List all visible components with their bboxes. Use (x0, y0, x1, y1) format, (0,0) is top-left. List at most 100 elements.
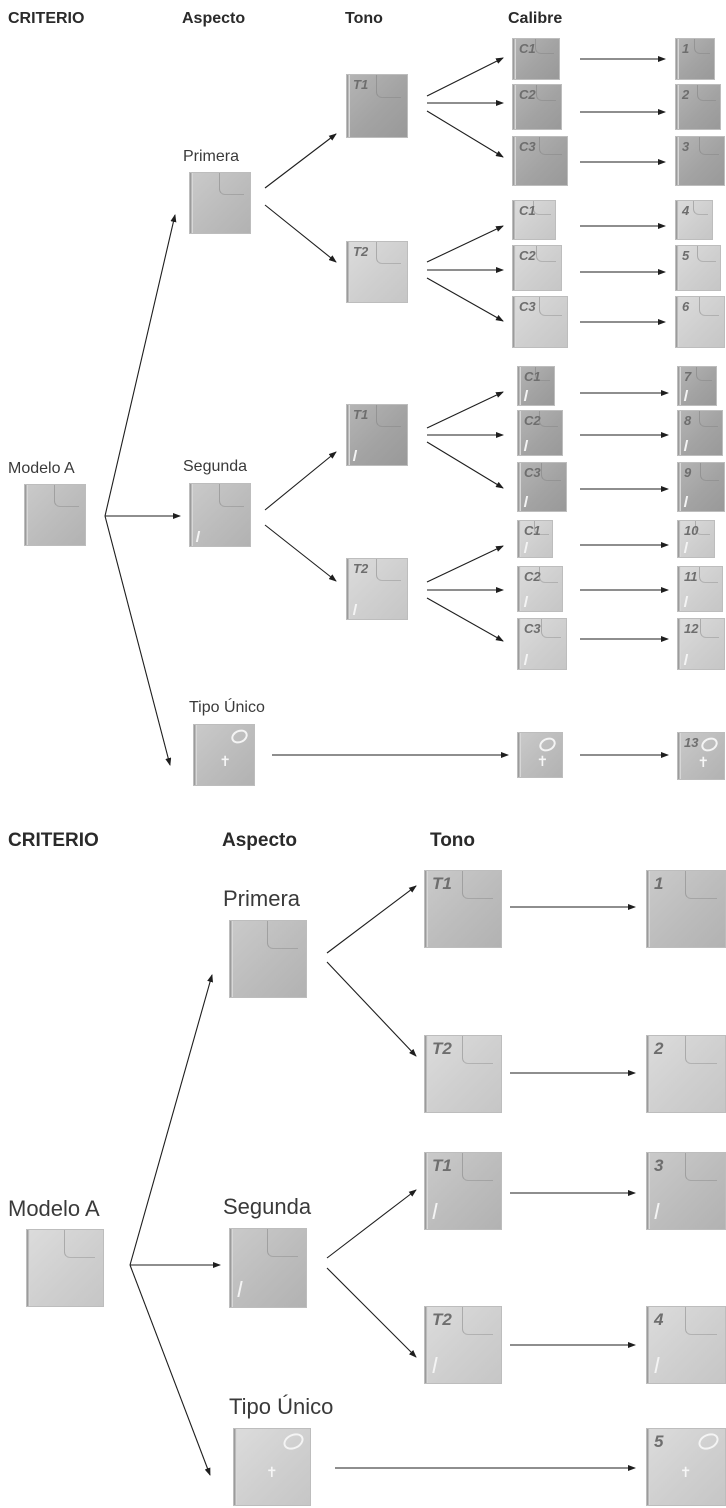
connector-arrow (326, 1189, 417, 1259)
result-number: 11 (684, 569, 698, 584)
connector-arrow (264, 524, 337, 582)
tone-code: T2 (432, 1310, 452, 1329)
aspect-label-segunda: Segunda (183, 458, 248, 475)
connector-arrow (129, 1264, 211, 1476)
result-tile: 7 (677, 366, 717, 406)
result-number: 4 (654, 1310, 664, 1329)
connector-arrow (326, 961, 417, 1057)
tone-tile: T1 (346, 404, 408, 466)
calibre-tile: C3 (517, 462, 567, 512)
result-tile: 4 (675, 200, 713, 240)
connector-arrow (264, 133, 337, 189)
calibre-tile: C2 (512, 84, 562, 130)
calibre-code: C2 (519, 87, 536, 102)
connector-arrow (104, 214, 177, 517)
result-tile: 3 (675, 136, 725, 186)
calibre-tile: C1 (512, 200, 556, 240)
result-tile: 2 (675, 84, 721, 130)
result-tile: 8 (677, 410, 723, 456)
calibre-tile: C1 (517, 520, 553, 558)
calibre-code: C3 (519, 299, 536, 314)
result-number: 1 (682, 41, 690, 56)
header-calibre: Calibre (508, 10, 563, 27)
header-tono: Tono (430, 830, 476, 851)
result-tile: 6 (675, 296, 725, 348)
result-tile: 1 (646, 870, 726, 948)
result-number: 7 (684, 369, 692, 384)
tone-code: T1 (353, 77, 369, 92)
aspect-tile-segunda (229, 1228, 307, 1308)
header-aspecto: Aspecto (182, 10, 246, 27)
connector-arrow (264, 451, 337, 511)
aspect-label-primera: Primera (223, 886, 301, 911)
result-tile: 4 (646, 1306, 726, 1384)
model-tile (24, 484, 86, 546)
calibre-tile: C2 (517, 566, 563, 612)
result-tile: 10 (677, 520, 715, 558)
result-number: 5 (682, 248, 690, 263)
calibre-tile: C3 (512, 136, 568, 186)
calibre-tile: C1 (512, 38, 560, 80)
calibre-tile: C3 (512, 296, 568, 348)
aspect-label-tipo-unico: Tipo Único (189, 699, 265, 716)
aspect-tile-primera (229, 920, 307, 998)
connector-arrow (426, 441, 504, 489)
result-number: 3 (654, 1156, 664, 1175)
tone-code: T2 (432, 1039, 452, 1058)
model-tile (26, 1229, 104, 1307)
intermediate-tile: ✝ (517, 732, 563, 778)
calibre-tile: C2 (517, 410, 563, 456)
result-number: 6 (682, 299, 690, 314)
result-number: 4 (682, 203, 690, 218)
result-tile: 11 (677, 566, 723, 612)
connector-arrow (326, 885, 417, 954)
aspect-tile-tipo-unico: ✝ (193, 724, 255, 786)
result-tile: 2 (646, 1035, 726, 1113)
calibre-code: C2 (524, 569, 541, 584)
result-number: 12 (684, 621, 699, 636)
tone-code: T2 (353, 244, 369, 259)
tone-tile: T1 (346, 74, 408, 138)
result-number: 8 (684, 413, 692, 428)
connector-arrow (104, 515, 172, 766)
result-tile: 5 (675, 245, 721, 291)
calibre-tile: C1 (517, 366, 555, 406)
model-label: Modelo A (8, 1196, 100, 1221)
calibre-tile: C3 (517, 618, 567, 670)
result-number: 5 (654, 1432, 664, 1451)
connector-arrow (129, 974, 213, 1266)
model-label: Modelo A (8, 460, 75, 477)
result-number: 10 (684, 523, 699, 538)
result-number: 13 (684, 735, 699, 750)
tone-code: T1 (432, 874, 452, 893)
calibre-code: C2 (519, 248, 536, 263)
tone-code: T1 (353, 407, 369, 422)
calibre-code: C1 (519, 203, 536, 218)
result-number: 9 (684, 465, 692, 480)
header-tono: Tono (345, 10, 383, 27)
connector-arrow (264, 204, 337, 263)
result-number: 2 (654, 1039, 664, 1058)
connector-arrow (426, 277, 504, 322)
calibre-tile: C2 (512, 245, 562, 291)
tone-tile: T2 (346, 241, 408, 303)
header-criterio: CRITERIO (8, 830, 99, 851)
result-number: 2 (682, 87, 690, 102)
result-tile: 12 (677, 618, 725, 670)
tone-code: T1 (432, 1156, 452, 1175)
tone-tile: T2 (424, 1306, 502, 1384)
result-tile: 3 (646, 1152, 726, 1230)
result-tile: 9 (677, 462, 725, 512)
aspect-label-tipo-unico: Tipo Único (229, 1394, 334, 1419)
aspect-tile-segunda (189, 483, 251, 547)
calibre-code: C3 (519, 139, 536, 154)
result-tile: 1 (675, 38, 715, 80)
connector-arrow (426, 391, 504, 429)
aspect-tile-primera (189, 172, 251, 234)
calibre-code: C3 (524, 621, 541, 636)
aspect-tile-tipo-unico: ✝ (233, 1428, 311, 1506)
tone-tile: T1 (424, 870, 502, 948)
aspect-label-primera: Primera (183, 148, 240, 165)
